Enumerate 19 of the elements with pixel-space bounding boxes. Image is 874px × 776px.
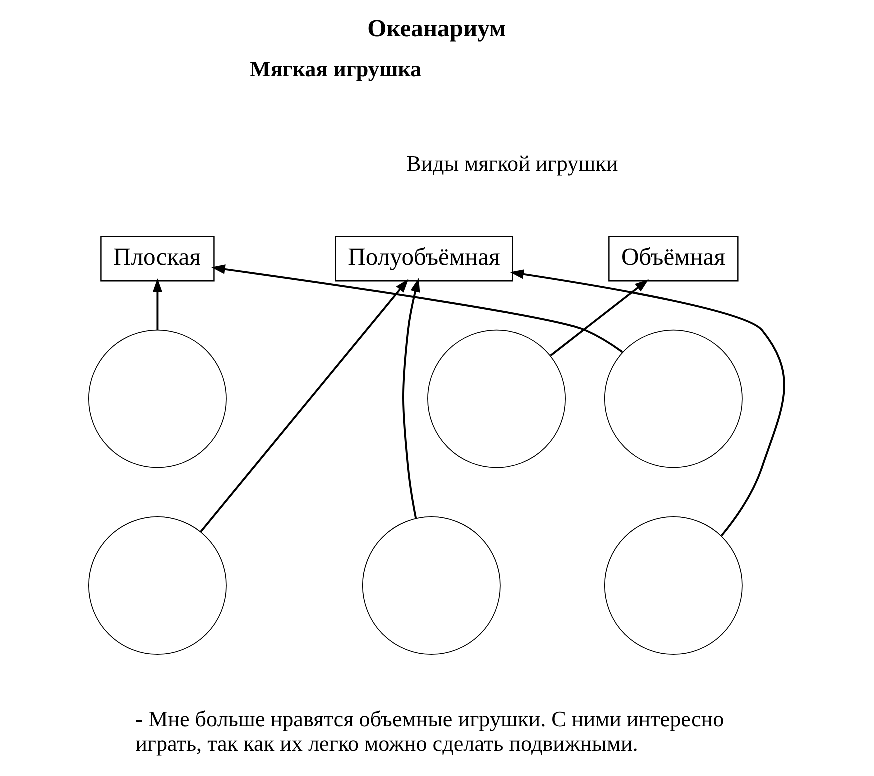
- node-circle: [88, 516, 227, 655]
- node-circle: [88, 330, 227, 468]
- label: Виды мягкой игрушки: [406, 151, 618, 176]
- node-box: Полуобъёмная: [335, 236, 514, 282]
- arrow: [510, 270, 786, 537]
- label: Мягкая игрушка: [250, 56, 422, 82]
- arrow: [200, 279, 409, 533]
- node-circle: [604, 330, 743, 468]
- node-circle: [362, 516, 501, 655]
- node-circle: [428, 330, 566, 468]
- arrow: [550, 279, 649, 357]
- node-box: Объёмная: [608, 236, 739, 282]
- node-circle: [604, 516, 743, 655]
- label: - Мне больше нравятся объемные игрушки. С ними интересно играть, так как их легко можно сделать подвижными.: [136, 706, 724, 756]
- arrow: [152, 278, 163, 330]
- node-box: Плоская: [100, 236, 215, 282]
- diagram-title: Океанариум: [368, 16, 506, 43]
- arrow: [212, 264, 624, 353]
- arrow: [402, 278, 420, 518]
